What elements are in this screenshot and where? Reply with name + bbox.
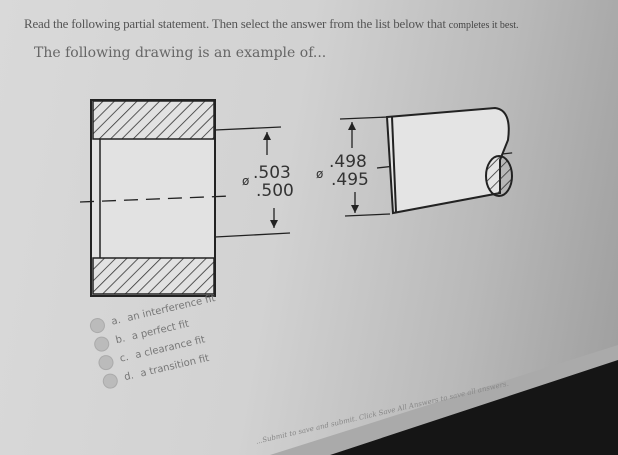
hole-part [90,99,216,297]
dimension-arrows [263,122,359,228]
option-letter: d. [123,370,135,384]
radio-button[interactable] [88,316,107,335]
radio-button[interactable] [96,353,115,372]
option-letter: a. [110,314,122,328]
hole-diameter-symbol: ø [242,174,249,188]
shaft-part [385,106,513,215]
option-letter: b. [114,333,127,347]
hole-upper-limit: .503 [253,163,291,183]
radio-button[interactable] [92,335,111,354]
option-letter: c. [118,352,130,365]
hole-lower-limit: .500 [256,181,294,201]
shaft-upper-limit: .498 [329,152,367,172]
shaft-lower-limit: .495 [331,170,369,190]
instruction-main: Read the following partial statement. Th… [24,16,449,31]
question-stem: The following drawing is an example of..… [34,45,327,61]
shaft-diameter-symbol: ø [316,167,323,181]
radio-button[interactable] [101,372,120,391]
instruction-tail: completes it best. [448,20,519,31]
instruction-text: Read the following partial statement. Th… [24,16,519,32]
